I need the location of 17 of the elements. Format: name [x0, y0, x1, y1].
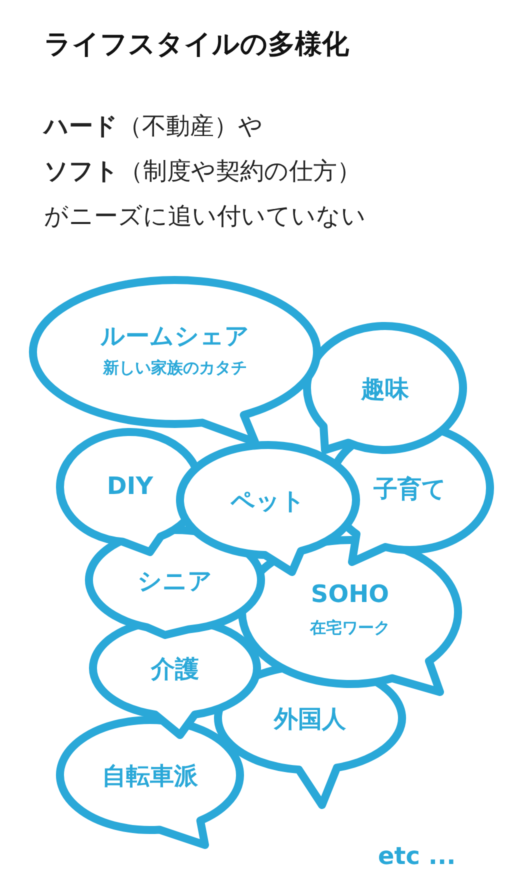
intro-text: ソフト（制度や契約の仕方）	[44, 156, 361, 187]
intro-text: がニーズに追い付いていない	[44, 201, 366, 232]
intro-text: ハード（不動産）や	[44, 111, 263, 142]
bubble-subtitle: 新しい家族のカタチ	[103, 358, 247, 379]
bubble-label: 趣味	[361, 374, 409, 405]
bubble-label: 子育て	[374, 474, 446, 505]
bubble-subtitle: 在宅ワーク	[310, 618, 390, 639]
bubble-label: DIY	[106, 472, 154, 500]
bubble-label: 自転車派	[102, 761, 198, 792]
bubble-label: ペット	[230, 486, 306, 517]
bubble-label: 介護	[151, 654, 199, 685]
bubble-label: 外国人	[274, 704, 346, 735]
bubble-label: SOHO	[310, 580, 390, 608]
title: ライフスタイルの多様化	[44, 28, 349, 62]
etc-note: etc ...	[378, 842, 456, 870]
bubble-label: シニア	[138, 566, 212, 597]
bubble-label: ルームシェア	[100, 321, 250, 352]
